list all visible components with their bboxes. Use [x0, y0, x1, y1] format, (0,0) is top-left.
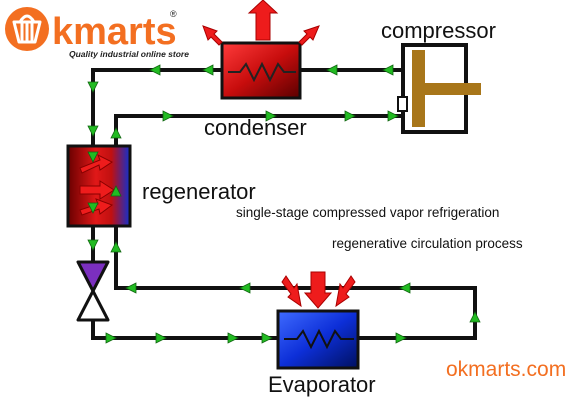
evaporator — [276, 271, 360, 370]
flow-arrow — [87, 239, 99, 251]
heat-arrow-center — [247, 0, 279, 41]
pipe-valve-to-evaporator — [91, 320, 278, 340]
flow-arrow — [326, 64, 338, 76]
flow-arrow — [387, 110, 399, 122]
flow-arrow — [110, 127, 122, 139]
regenerator — [66, 144, 132, 228]
evaporator-label: Evaporator — [268, 372, 376, 397]
flow-arrow — [105, 332, 117, 344]
compressor — [397, 43, 481, 134]
logo-tagline: Quality industrial online store — [69, 49, 189, 59]
flow-arrow — [87, 125, 99, 137]
flow-arrow — [382, 64, 394, 76]
heat-release-arrows — [202, 0, 320, 46]
flow-arrow — [344, 110, 356, 122]
expansion-valve-lower — [76, 289, 110, 322]
compressor-piston — [412, 50, 425, 127]
flow-arrow — [110, 241, 122, 253]
flow-arrow — [469, 311, 481, 323]
flow-arrow — [125, 282, 137, 294]
heat-arrow-right — [298, 25, 320, 46]
heat-in-arrow-right — [335, 275, 356, 308]
logo-registered-mark: ® — [170, 9, 177, 19]
flow-arrow — [87, 81, 99, 93]
heat-arrow-left — [202, 25, 223, 46]
flow-arrow — [261, 332, 273, 344]
expansion-valve-upper — [76, 260, 110, 293]
compressor-label: compressor — [381, 18, 496, 43]
flow-direction-arrows — [87, 64, 481, 344]
condenser-label: condenser — [204, 115, 307, 140]
flow-arrow — [399, 282, 411, 294]
flow-arrow — [162, 110, 174, 122]
watermark-text: okmarts.com — [446, 358, 566, 381]
condenser-coil — [228, 61, 296, 83]
heat-in-arrow-center — [303, 271, 333, 309]
compressor-piston-rod — [425, 83, 481, 95]
flow-arrow — [239, 282, 251, 294]
flow-arrow — [395, 332, 407, 344]
flow-arrow — [227, 332, 239, 344]
condenser-body — [220, 41, 302, 100]
flow-arrow — [155, 332, 167, 344]
basket-glyph — [12, 14, 42, 44]
logo-wordmark: kmarts — [52, 11, 177, 53]
evaporator-coil — [284, 328, 354, 350]
heat-absorption-arrows — [281, 271, 356, 309]
flow-arrow — [202, 64, 214, 76]
caption-line-1: single-stage compressed vapor refrigerat… — [236, 205, 499, 220]
kmarts-logo: kmarts ® Quality industrial online store — [5, 7, 189, 59]
flow-arrow — [265, 110, 277, 122]
condenser — [202, 0, 320, 100]
expansion-valve — [76, 260, 110, 322]
flow-arrow — [149, 64, 161, 76]
compressor-valve-left — [397, 96, 408, 112]
regenerator-label: regenerator — [142, 179, 256, 204]
heat-in-arrow-left — [281, 275, 302, 308]
pipe-condenser-to-regenerator — [91, 68, 222, 146]
pipe-evaporator-out — [114, 226, 477, 340]
regenerator-flow-arrows — [87, 151, 122, 214]
caption-line-2: regenerative circulation process — [332, 236, 523, 251]
